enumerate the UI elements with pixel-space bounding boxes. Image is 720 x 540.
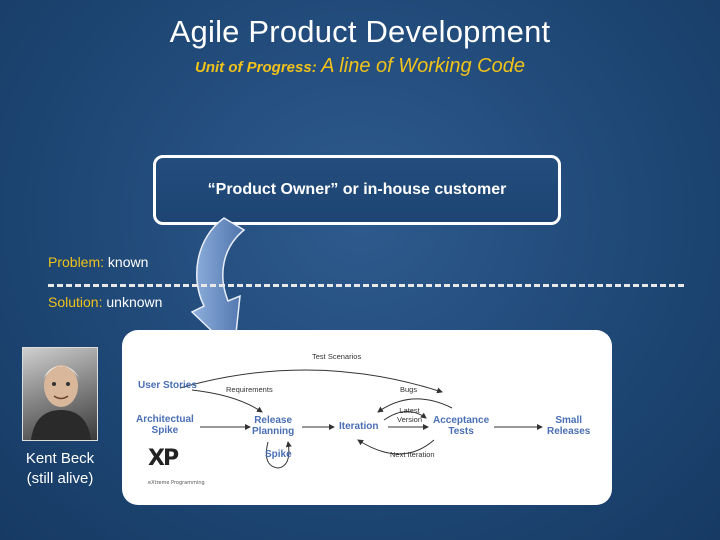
divider-line	[48, 284, 684, 287]
subtitle-lead: Unit of Progress:	[195, 59, 317, 76]
solution-row: Solution: unknown	[48, 294, 162, 310]
flow-bugs: Bugs	[400, 385, 418, 394]
product-owner-label: “Product Owner” or in-house customer	[207, 181, 507, 198]
flow-test-scenarios: Test Scenarios	[312, 352, 362, 361]
problem-key: Problem:	[48, 254, 105, 270]
node-small-releases: Small Releases	[547, 415, 591, 437]
node-user-stories: User Stories	[138, 380, 197, 391]
portrait-icon	[31, 365, 91, 440]
flow-latest-version: Latest Version	[397, 406, 423, 424]
problem-value: known	[107, 254, 149, 270]
node-release-planning: Release Planning	[252, 415, 295, 437]
subtitle-main: A line of Working Code	[321, 55, 525, 77]
slide-title: Agile Product Development	[169, 14, 551, 49]
node-acceptance-tests: Acceptance Tests	[433, 415, 490, 437]
caption-line-2: (still alive)	[26, 470, 94, 487]
flow-next-iteration: Next Iteration	[390, 450, 435, 459]
solution-key: Solution:	[48, 294, 103, 310]
xp-logo-subtitle: eXtreme Programming	[148, 480, 205, 486]
xp-flow-lines	[179, 369, 543, 469]
problem-row: Problem: known	[48, 254, 148, 270]
kent-beck-photo	[22, 347, 98, 441]
photo-caption: Kent Beck (still alive)	[10, 449, 110, 489]
solution-value: unknown	[106, 294, 163, 310]
node-architectural-spike: Architectual Spike	[136, 414, 194, 436]
xp-process-diagram: User Stories Architectual Spike Release …	[122, 330, 612, 505]
product-owner-box: “Product Owner” or in-house customer	[153, 155, 561, 225]
node-spike: Spike	[265, 449, 292, 460]
flow-requirements: Requirements	[226, 385, 273, 394]
caption-line-1: Kent Beck	[25, 450, 95, 467]
slide-subtitle: Unit of Progress: A line of Working Code	[0, 55, 720, 78]
node-iteration: Iteration	[339, 421, 379, 432]
xp-logo: XP eXtreme Programming	[148, 447, 205, 486]
